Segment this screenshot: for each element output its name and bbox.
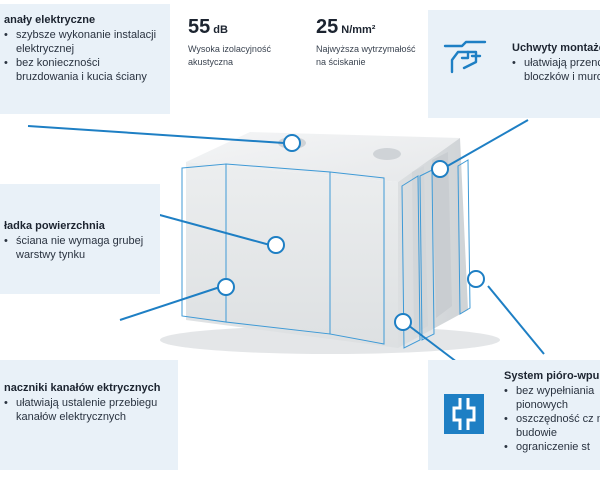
acoustic-value: 55 [188,16,211,38]
feature-title: Uchwyty montażo [512,42,600,54]
feature-title: ładka powierzchnia [4,220,105,232]
feature-item: •oszczędność cz na budowie [504,413,600,439]
grip-hole-right [373,148,401,160]
block-front-face [186,162,398,348]
feature-item: •ściana nie wymaga grubej warstwy tynku [4,235,144,261]
feature-title: naczniki kanałów ektrycznych [4,382,161,394]
feature-item: •ułatwiają przenc bloczków i muro [512,57,600,83]
tongue-ridge [432,152,452,318]
callout-markers [217,134,485,331]
strength-desc: Najwyższa wytrzymałość na ściskanie [316,44,416,67]
acoustic-unit: dB [213,24,228,36]
groove-ridge [412,166,428,334]
block-top-face [186,132,460,182]
hand-grip-icon [443,40,487,74]
feature-item: •szybsze wykonanie instalacji elektryczn… [4,29,157,55]
feature-item: •bez konieczności bruzdowania i kucia śc… [4,57,147,83]
feature-electric-channels: anały elektryczne •szybsze wykonanie ins… [0,4,170,114]
strength-unit: N/mm² [341,24,376,36]
feature-mounting-grips: Uchwyty montażo •ułatwiają przenc bloczk… [428,10,600,118]
strength-value: 25 [316,16,339,38]
block-outline-overlay [181,159,471,349]
feature-item: •bez wypełniania pionowych [504,385,595,411]
acoustic-desc: Wysoka izolacyjność akustyczna [188,44,271,67]
tongue-groove-icon [444,394,484,434]
feature-channel-markers: naczniki kanałów ektrycznych •ułatwiają … [0,360,178,470]
feature-item: •ograniczenie st [504,441,590,453]
feature-title: System pióro-wpu [504,370,600,382]
feature-item: •ułatwiają ustalenie przebiegu kanałów e… [4,397,158,423]
feature-title: anały elektryczne [4,14,96,26]
feature-smooth-surface: ładka powierzchnia •ściana nie wymaga gr… [0,184,160,294]
